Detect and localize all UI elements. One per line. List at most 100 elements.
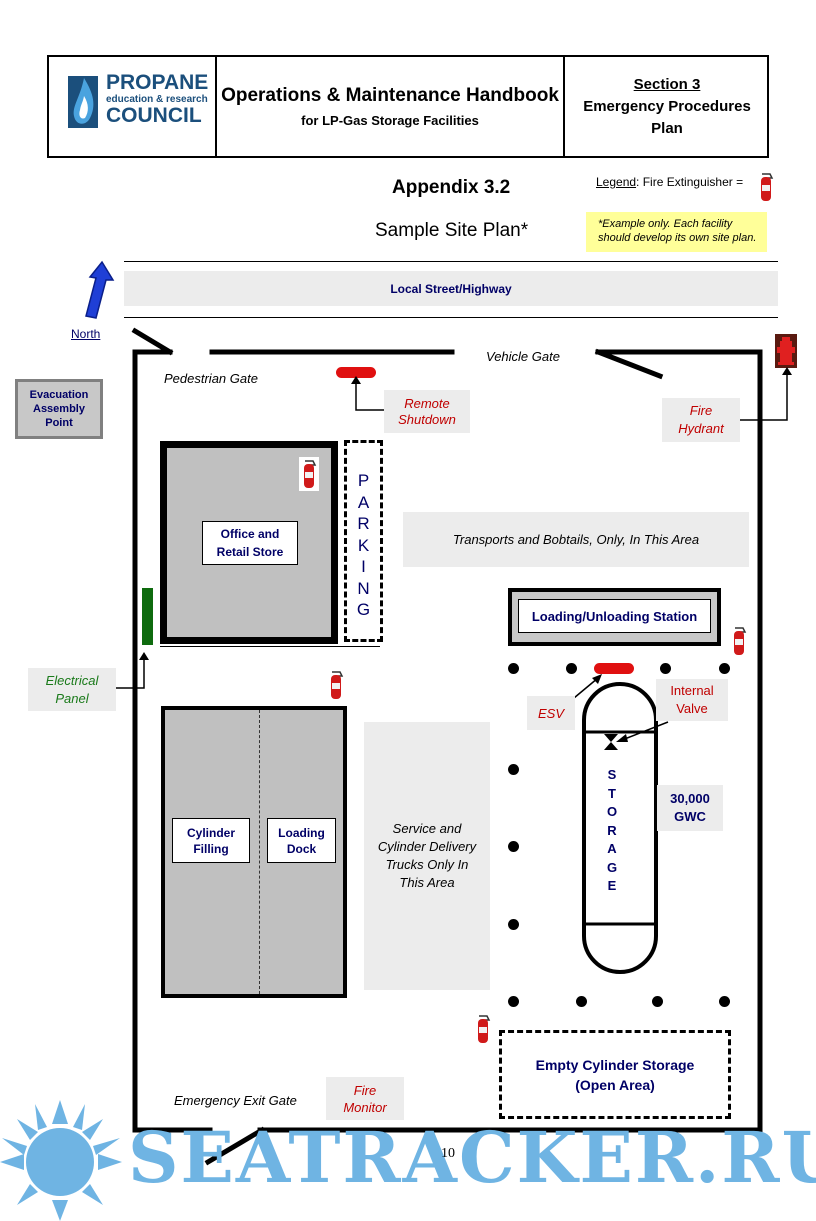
legend: Legend: Fire Extinguisher = bbox=[596, 175, 743, 189]
parking-letter: N bbox=[357, 578, 370, 598]
parking-label: P A R K I N G bbox=[347, 470, 380, 621]
service-line2: Cylinder Delivery bbox=[377, 839, 477, 854]
bollard bbox=[660, 663, 671, 674]
empty-line1: Empty Cylinder Storage bbox=[535, 1056, 695, 1073]
remote-shutdown-button bbox=[336, 367, 376, 378]
header-box bbox=[47, 55, 769, 158]
electrical-panel-label: Electrical Panel bbox=[28, 668, 116, 711]
esv-button bbox=[594, 663, 634, 674]
example-note: *Example only. Each facility should deve… bbox=[586, 212, 767, 252]
cylinder-filling-label: Cylinder Filling bbox=[172, 818, 250, 863]
loading-station-inner: Loading/Unloading Station bbox=[518, 599, 711, 633]
valve-line2: Valve bbox=[676, 701, 708, 716]
logo-line1: PROPANE bbox=[106, 71, 209, 94]
page-number: 10 bbox=[441, 1146, 455, 1161]
fire-monitor-label: Fire Monitor bbox=[326, 1077, 404, 1120]
service-line1: Service and bbox=[392, 821, 462, 836]
sun-logo-icon bbox=[0, 1100, 122, 1221]
fire-extinguisher-icon bbox=[473, 1012, 493, 1046]
esv-arrow bbox=[573, 674, 602, 699]
cyl-fill-line1: Cylinder bbox=[186, 825, 235, 840]
service-line3: Trucks Only In bbox=[385, 857, 469, 872]
plan-title: Sample Site Plan* bbox=[375, 220, 529, 241]
remote-shutdown-arrow bbox=[351, 376, 384, 411]
storage-label: S T O R A G E bbox=[600, 766, 624, 896]
legend-text: : Fire Extinguisher = bbox=[636, 175, 744, 189]
bollard bbox=[719, 663, 730, 674]
note-line1: *Example only. Each facility bbox=[598, 218, 733, 230]
parking-letter: P bbox=[357, 471, 370, 490]
street-label: Local Street/Highway bbox=[390, 281, 512, 296]
header-divider-2 bbox=[563, 55, 565, 158]
section-desc-2: Plan bbox=[651, 120, 683, 137]
cylinder-building-divider bbox=[259, 710, 260, 994]
empty-line2: (Open Area) bbox=[575, 1076, 655, 1093]
emergency-exit-label: Emergency Exit Gate bbox=[174, 1093, 297, 1108]
storage-letter: R bbox=[607, 822, 617, 838]
bollard bbox=[719, 996, 730, 1007]
north-label: North bbox=[71, 327, 101, 341]
parking-letter: G bbox=[356, 600, 371, 619]
bollard bbox=[508, 996, 519, 1007]
storage-tank bbox=[582, 682, 658, 974]
loading-dock-label: Loading Dock bbox=[267, 818, 336, 863]
fire-extinguisher-icon bbox=[729, 624, 749, 658]
page-title: Operations & Maintenance Handbook bbox=[221, 85, 559, 106]
logo-line2: education & research bbox=[106, 94, 208, 105]
hydrant-line1: Fire bbox=[689, 403, 713, 418]
evac-line3: Point bbox=[45, 417, 73, 429]
electrical-line1: Electrical bbox=[45, 672, 99, 688]
fire-extinguisher-icon bbox=[756, 170, 776, 204]
evacuation-assembly-point: Evacuation Assembly Point bbox=[15, 379, 103, 439]
remote-line2: Shutdown bbox=[398, 411, 456, 427]
transports-area: Transports and Bobtails, Only, In This A… bbox=[403, 512, 749, 567]
fire-hydrant-label: Fire Hydrant bbox=[662, 398, 740, 442]
storage-letter: G bbox=[606, 859, 618, 875]
storage-letter: T bbox=[608, 785, 616, 801]
page-subtitle: for LP-Gas Storage Facilities bbox=[301, 113, 479, 128]
street-line-top bbox=[124, 261, 778, 262]
north-arrow-icon bbox=[85, 260, 115, 319]
pec-logo: PROPANE education & research COUNCIL bbox=[68, 72, 208, 132]
internal-valve-label: Internal Valve bbox=[656, 679, 728, 721]
electrical-panel bbox=[142, 588, 153, 645]
office-divider-line bbox=[160, 646, 380, 647]
capacity-line1: 30,000 bbox=[670, 791, 710, 806]
parking-letter: R bbox=[357, 514, 370, 533]
office-line1: Office and bbox=[220, 527, 280, 541]
parking-letter: K bbox=[357, 535, 370, 555]
loading-station-label: Loading/Unloading Station bbox=[531, 608, 698, 624]
fire-extinguisher-icon bbox=[326, 668, 346, 702]
capacity-label: 30,000 GWC bbox=[657, 785, 723, 831]
transports-label: Transports and Bobtails, Only, In This A… bbox=[452, 532, 700, 547]
monitor-line2: Monitor bbox=[343, 1099, 387, 1115]
bollard bbox=[508, 919, 519, 930]
remote-line1: Remote bbox=[404, 395, 450, 411]
storage-letter: O bbox=[606, 804, 618, 819]
fire-hydrant-arrow bbox=[739, 367, 792, 421]
pedestrian-gate-label: Pedestrian Gate bbox=[164, 371, 258, 386]
bollard bbox=[576, 996, 587, 1007]
flame-icon bbox=[68, 76, 98, 128]
vehicle-gate-label: Vehicle Gate bbox=[486, 349, 560, 364]
office-label: Office and Retail Store bbox=[202, 521, 298, 565]
street-band: Local Street/Highway bbox=[124, 271, 778, 306]
header-section-block: Section 3 Emergency Procedures Plan bbox=[565, 57, 769, 156]
esv-text: ESV bbox=[537, 705, 564, 721]
note-line2: should develop its own site plan. bbox=[598, 232, 757, 244]
hydrant-line2: Hydrant bbox=[678, 421, 724, 436]
header-divider-1 bbox=[215, 55, 217, 158]
bollard bbox=[508, 663, 519, 674]
evac-line2: Assembly bbox=[33, 403, 85, 415]
bollard bbox=[508, 841, 519, 852]
section-desc-1: Emergency Procedures bbox=[583, 98, 751, 115]
service-area: Service and Cylinder Delivery Trucks Onl… bbox=[364, 722, 490, 990]
storage-letter: E bbox=[607, 878, 617, 893]
parking-letter: A bbox=[357, 492, 370, 512]
storage-letter: A bbox=[607, 841, 617, 856]
valve-line1: Internal bbox=[670, 683, 714, 698]
cyl-fill-line2: Filling bbox=[193, 841, 229, 856]
header-title-block: Operations & Maintenance Handbook for LP… bbox=[217, 57, 563, 156]
service-line4: This Area bbox=[399, 875, 455, 890]
